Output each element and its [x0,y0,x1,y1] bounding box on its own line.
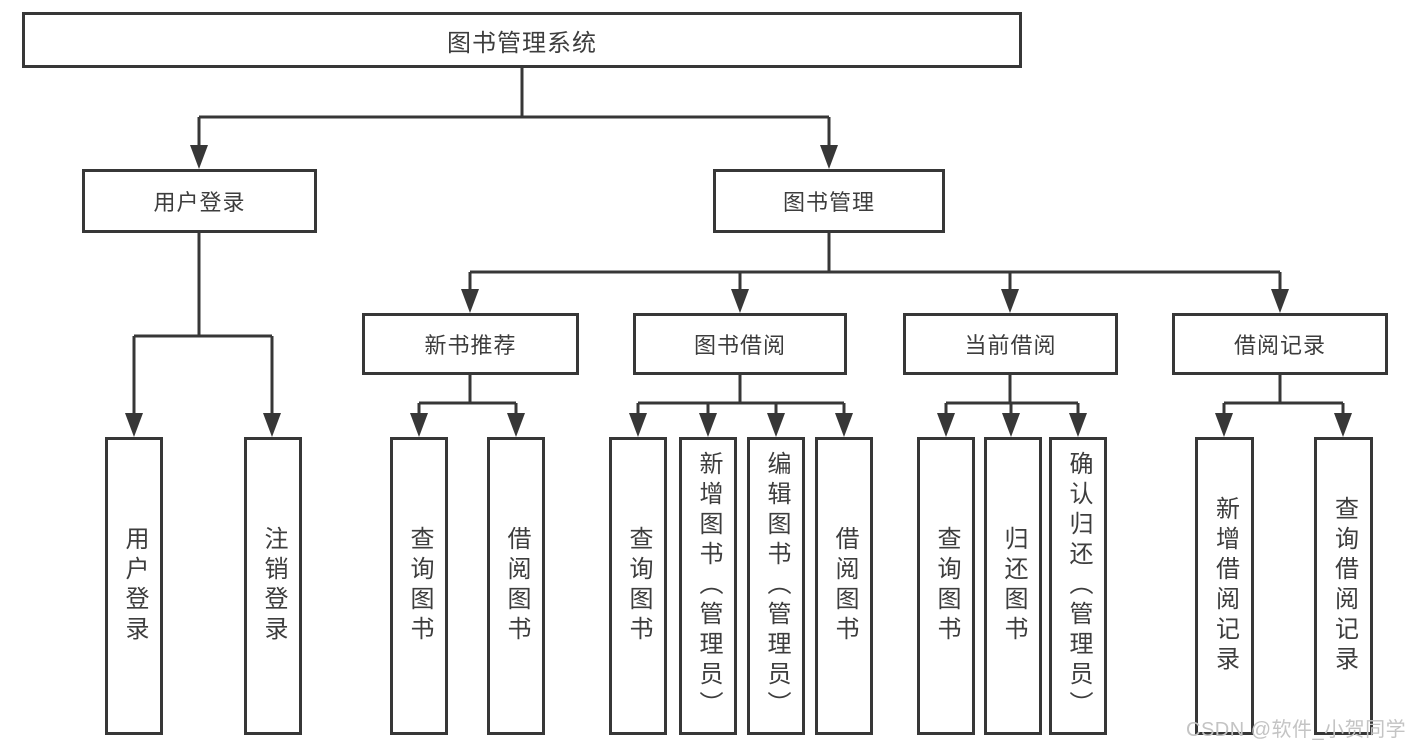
leaf-borrow-books-recommend: 借阅图书 [487,437,545,735]
leaf-query-borrow-record: 查询借阅记录 [1314,437,1373,735]
csdn-watermark: CSDN @软件_小贺同学 [1186,719,1405,741]
node-book-management: 图书管理 [713,169,945,233]
leaf-add-books-admin: 新增图书（管理员） [679,437,737,735]
connector-current-borrow-to-leaves [937,375,1087,437]
node-user-login: 用户登录 [82,169,317,233]
leaf-logout: 注销登录 [244,437,302,735]
connector-new-book-recommend-to-leaves [410,375,525,437]
connector-book-management-to-level3 [461,233,1289,313]
node-borrow-records: 借阅记录 [1172,313,1388,375]
leaf-query-books-current: 查询图书 [917,437,975,735]
leaf-query-books-recommend: 查询图书 [390,437,448,735]
leaf-user-login: 用户登录 [105,437,163,735]
connector-book-borrow-to-leaves [629,375,853,437]
connector-user-login-to-leaves [125,233,281,437]
leaf-borrow-books: 借阅图书 [815,437,873,735]
node-new-book-recommend: 新书推荐 [362,313,579,375]
node-book-borrow: 图书借阅 [633,313,847,375]
connector-root-to-level2 [190,68,838,169]
leaf-return-books: 归还图书 [984,437,1042,735]
leaf-query-books-borrow: 查询图书 [609,437,667,735]
node-root-system: 图书管理系统 [22,12,1022,68]
node-current-borrow: 当前借阅 [903,313,1118,375]
connector-borrow-records-to-leaves [1215,375,1352,437]
leaf-confirm-return-admin: 确认归还（管理员） [1049,437,1107,735]
leaf-edit-books-admin: 编辑图书（管理员） [747,437,805,735]
leaf-add-borrow-record: 新增借阅记录 [1195,437,1254,735]
